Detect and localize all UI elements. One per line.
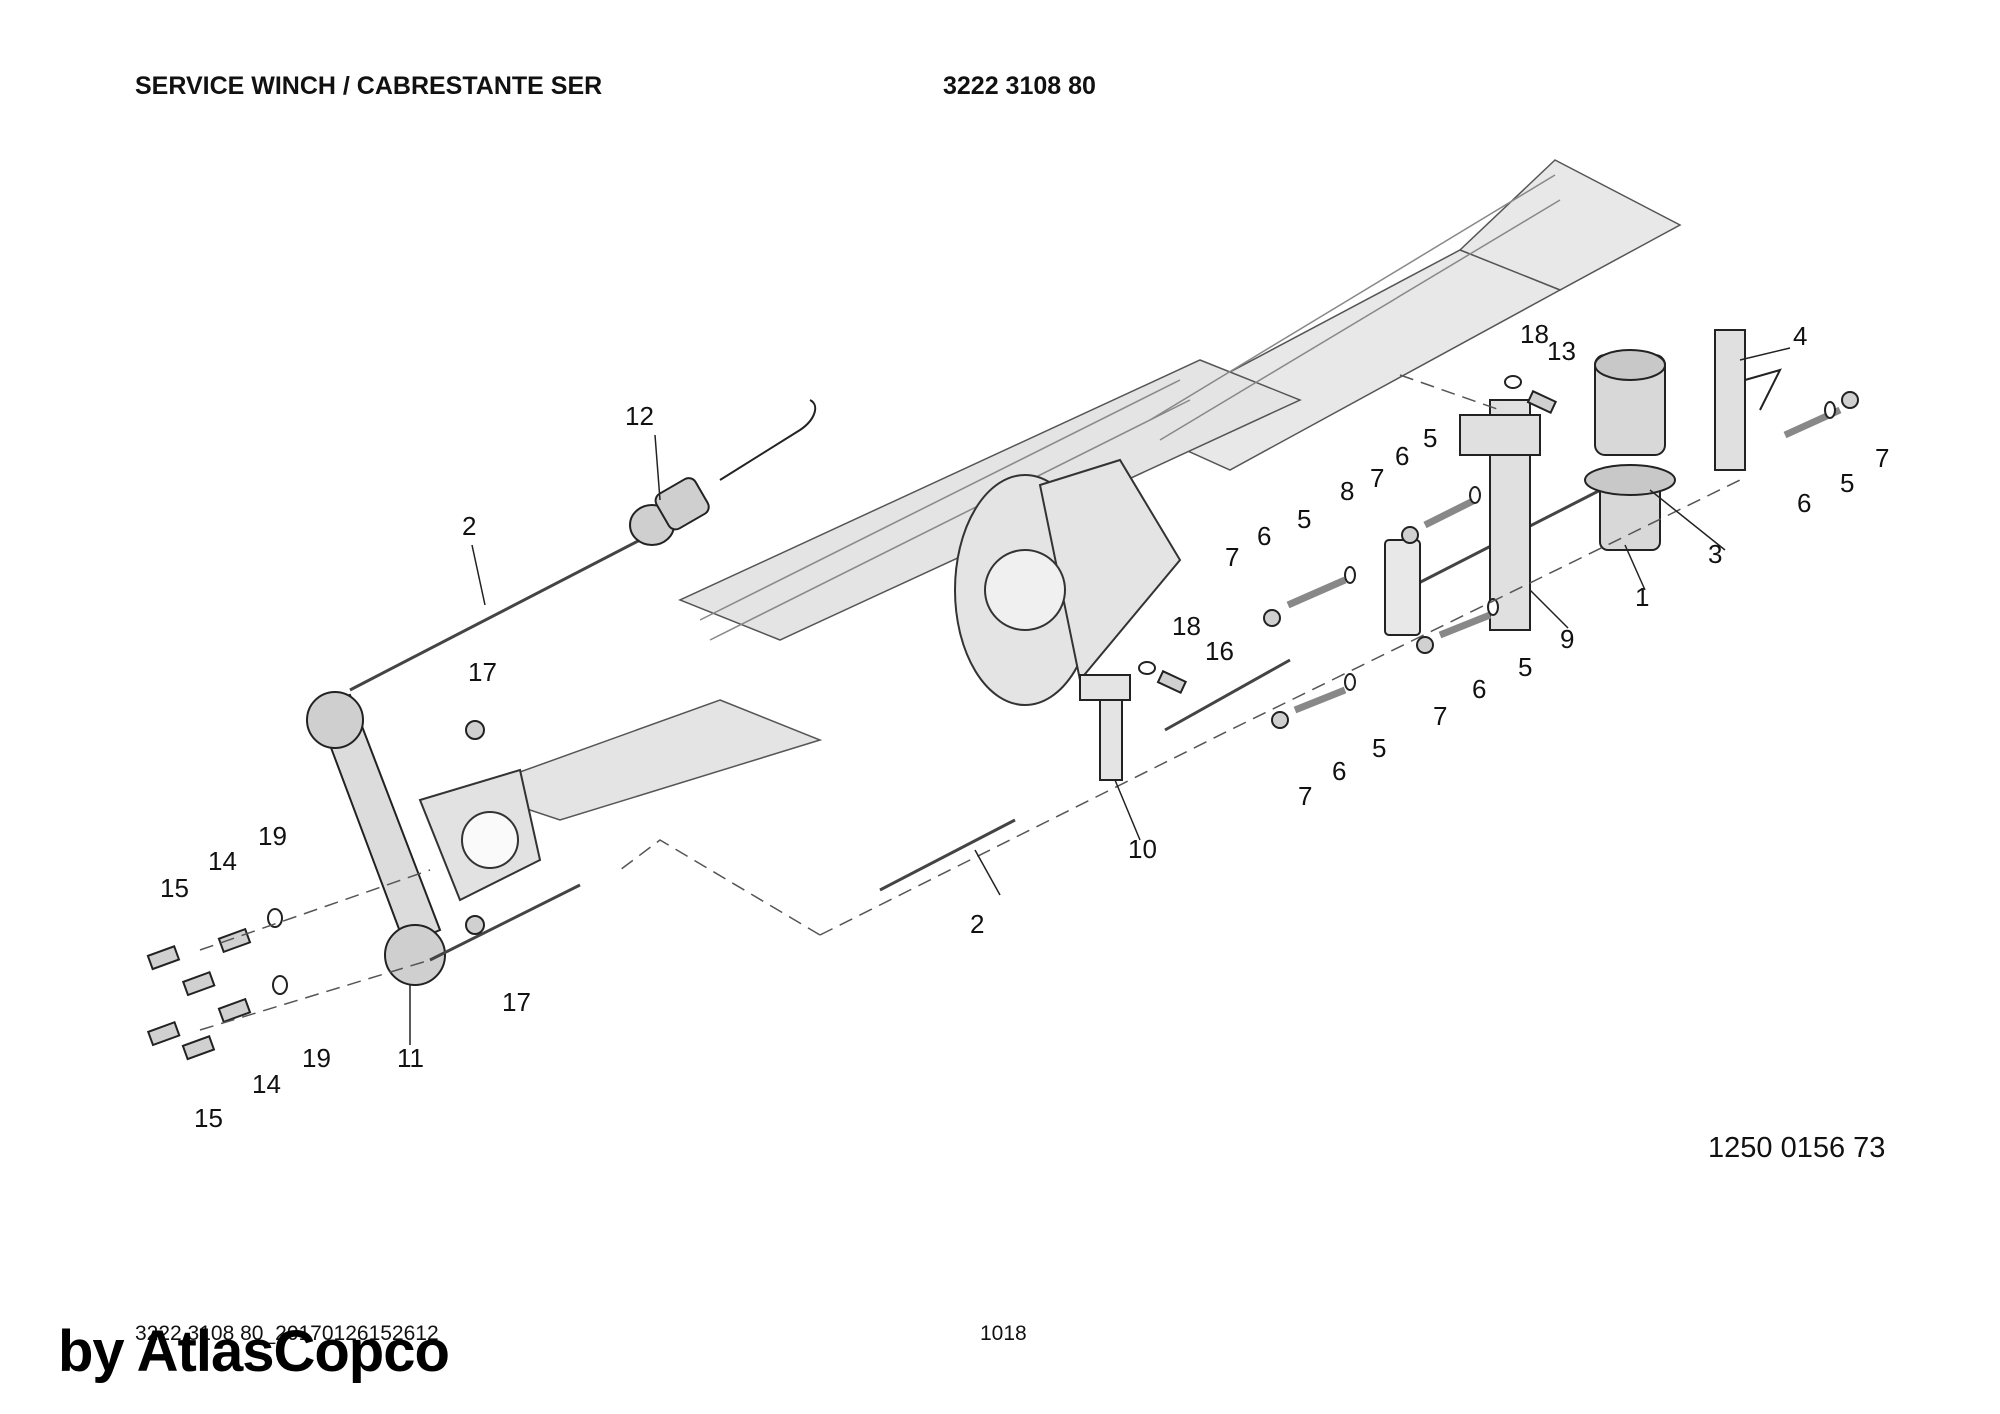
callout-14b: 14 <box>252 1069 281 1099</box>
callout-5e: 5 <box>1372 733 1386 763</box>
cable-clamp <box>1384 539 1421 636</box>
page-title: SERVICE WINCH / CABRESTANTE SER <box>135 72 603 100</box>
callout-5b: 5 <box>1423 423 1437 453</box>
callout-14a: 14 <box>208 846 237 876</box>
callout-6d: 6 <box>1472 674 1486 704</box>
callout-5c: 5 <box>1840 468 1854 498</box>
callout-10: 10 <box>1128 834 1157 864</box>
left-bracket <box>418 768 542 902</box>
mount-plate <box>1714 329 1782 471</box>
support-bracket <box>1459 399 1541 631</box>
winch-cable <box>349 478 1621 962</box>
callout-19b: 19 <box>302 1043 331 1073</box>
callout-18b: 18 <box>1172 611 1201 641</box>
callout-6c: 6 <box>1797 488 1811 518</box>
callout-2b: 2 <box>970 909 984 939</box>
callout-17b: 17 <box>502 987 531 1017</box>
callout-7c: 7 <box>1875 443 1889 473</box>
assembly-lines <box>199 374 1741 1031</box>
callout-5d: 5 <box>1518 652 1532 682</box>
callout-9: 9 <box>1560 624 1574 654</box>
callout-19a: 19 <box>258 821 287 851</box>
footer-code: 3222 3108 80_20170126152612 <box>135 1322 439 1345</box>
leader-lines <box>409 347 1791 1045</box>
callout-18a: 18 <box>1520 319 1549 349</box>
bracket-10 <box>1079 674 1131 781</box>
callout-11: 11 <box>397 1043 424 1073</box>
callout-6a: 6 <box>1257 521 1271 551</box>
drawing-number: 1250 0156 73 <box>1708 1132 1886 1164</box>
callout-8: 8 <box>1340 476 1354 506</box>
hook-assembly <box>629 399 817 546</box>
callout-4: 4 <box>1793 321 1807 351</box>
watermark-text: by AtlasCopco <box>58 1319 450 1384</box>
callout-3: 3 <box>1708 539 1722 569</box>
part-number: 3222 3108 80 <box>943 72 1096 100</box>
callout-12: 12 <box>625 401 654 431</box>
winch-motor <box>1584 349 1676 551</box>
callout-7e: 7 <box>1298 781 1312 811</box>
callout-13: 13 <box>1547 336 1576 366</box>
pump-housing <box>954 458 1182 706</box>
callout-17a: 17 <box>468 657 497 687</box>
callout-16: 16 <box>1205 636 1234 666</box>
callout-7d: 7 <box>1433 701 1447 731</box>
callout-6e: 6 <box>1332 756 1346 786</box>
callout-2a: 2 <box>462 511 476 541</box>
callout-6b: 6 <box>1395 441 1409 471</box>
callout-15a: 15 <box>160 873 189 903</box>
callout-1: 1 <box>1635 582 1649 612</box>
callout-7b: 7 <box>1370 463 1384 493</box>
pulley-arm <box>306 691 446 986</box>
callout-7a: 7 <box>1225 542 1239 572</box>
page-number: 1018 <box>980 1322 1027 1345</box>
fasteners <box>146 375 1859 1061</box>
callout-5a: 5 <box>1297 504 1311 534</box>
callout-15b: 15 <box>194 1103 223 1133</box>
